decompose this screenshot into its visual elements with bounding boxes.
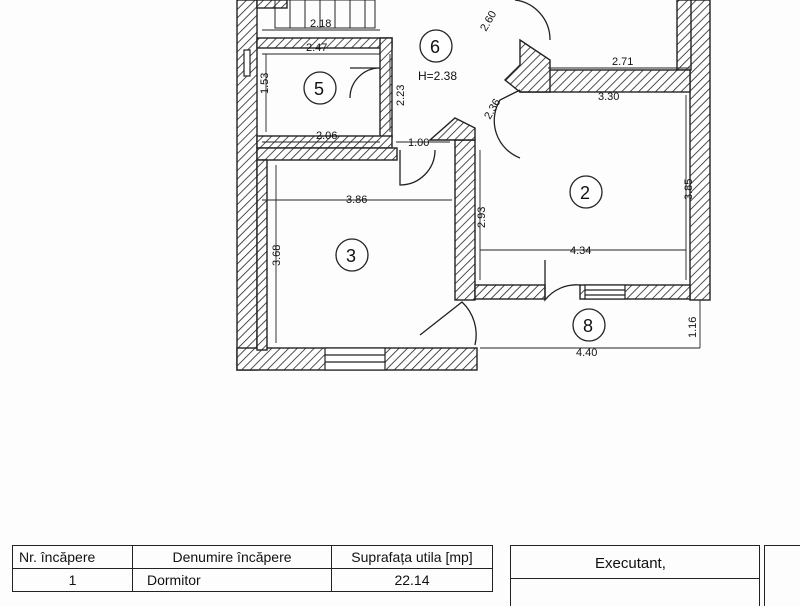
dim-label: 2.93 [476,207,488,228]
cell-nr: 1 [12,568,133,592]
room-table: Nr. încăpere Denumire încăpere Suprafața… [12,545,493,592]
dim-label: 2.71 [612,56,633,68]
header-area: Suprafața utila [mp] [331,545,493,569]
side-box [764,545,800,606]
dim-label: 1.53 [259,73,271,94]
room-circle [572,308,606,342]
room-markers [303,29,606,342]
executant-label: Executant, [595,555,666,572]
dimension-lines [262,29,701,349]
dim-label: 3.85 [683,179,695,200]
executant-box: Executant, [510,545,760,606]
dim-label: 2.60 [478,9,499,34]
header-nr: Nr. încăpere [12,545,133,569]
room-height-note: H=2.38 [418,69,457,83]
room-number: 6 [430,37,440,57]
room-circle [419,29,453,63]
dim-label: 1.16 [687,317,699,338]
stair [274,0,376,29]
room-circle [303,71,337,105]
dim-label: 3.86 [346,194,367,206]
table-header-row: Nr. încăpere Denumire încăpere Suprafața… [12,545,493,569]
walls [236,0,711,371]
cell-area: 22.14 [331,568,493,592]
header-name: Denumire încăpere [132,545,332,569]
dim-label: 3.30 [598,91,619,103]
dim-label: 2.47 [306,42,327,54]
room-number: 8 [583,316,593,336]
executant-divider [511,578,759,579]
room-number: 3 [346,246,356,266]
room-circle [335,238,369,272]
dim-label: 2.18 [310,18,331,30]
windows [243,49,626,371]
table-row: 1 Dormitor 22.14 [12,568,493,592]
room-number: 2 [580,183,590,203]
dim-label: 3.68 [271,245,283,266]
dim-label: 2.23 [395,85,407,106]
dim-label: 2.06 [316,130,337,142]
dimension-labels: 2.18 2.47 1.53 2.23 2.06 2.60 2.71 3.30 … [259,9,699,359]
dim-label: 4.40 [576,347,597,359]
door-swings [349,0,581,346]
dim-label: 4.34 [570,245,591,257]
dim-label: 1.00 [408,137,429,149]
room-number: 5 [314,79,324,99]
cell-name: Dormitor [132,568,332,592]
room-circle [569,175,603,209]
